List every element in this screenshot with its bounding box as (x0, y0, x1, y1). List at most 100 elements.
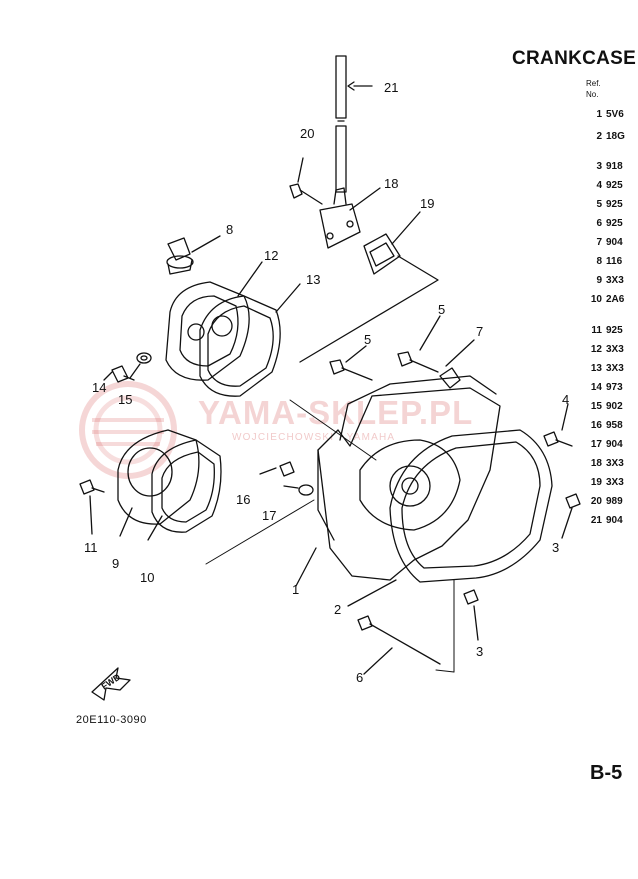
part-12-clutch-cover (165, 261, 263, 381)
ref-row-number: 17 (590, 439, 602, 450)
ref-row: 19 3X3 (588, 478, 624, 488)
fwd-arrow-icon: FWD (91, 667, 131, 701)
ref-row-number: 16 (590, 420, 602, 431)
ref-row: 17 904 (588, 440, 623, 450)
ref-row: 3 918 (588, 161, 623, 172)
ref-row-part-code: 925 (606, 218, 623, 229)
ref-row-part-code: 904 (606, 515, 623, 526)
callout-21: 21 (384, 80, 398, 95)
part-20-bolt (289, 157, 323, 205)
ref-row-number: 14 (590, 382, 602, 393)
ref-row-number: 6 (596, 218, 602, 229)
ref-row-number: 7 (596, 237, 602, 248)
ref-no-header: Ref. No. (586, 78, 601, 100)
ref-row: 4 925 (588, 180, 623, 191)
part-7-clamp (439, 339, 475, 389)
assembly-reference-lines (205, 399, 455, 673)
ref-row-part-code: 2A6 (606, 294, 625, 305)
ref-row-number: 5 (596, 199, 602, 210)
ref-header-line1: Ref. (586, 79, 601, 88)
ref-header-line2: No. (586, 90, 599, 99)
callout-14: 14 (92, 380, 106, 395)
ref-row: 7 904 (588, 237, 623, 248)
ref-row-part-code: 18G (606, 131, 625, 142)
ref-row: 21 904 (588, 516, 623, 526)
ref-row-number: 10 (590, 294, 602, 305)
ref-row-number: 15 (590, 401, 602, 412)
page-title: CRANKCASE (512, 48, 637, 69)
ref-row-part-code: 973 (606, 382, 623, 393)
page-number: B-5 (590, 762, 623, 784)
part-14-15-bolt-washer (103, 352, 152, 383)
part-19-plate (299, 211, 439, 363)
ref-row-number: 9 (596, 275, 602, 286)
ref-row: 5 925 (588, 199, 623, 210)
ref-row-part-code: 904 (606, 237, 623, 248)
callout-20: 20 (300, 126, 314, 141)
ref-row-part-code: 904 (606, 439, 623, 450)
part-21-pipe (335, 55, 373, 193)
ref-row: 18 3X3 (588, 459, 624, 469)
ref-row-number: 1 (596, 109, 602, 120)
watermark-subtext: WOJCIECHOWSKI · YAMAHA (232, 432, 396, 443)
ref-row-part-code: 116 (606, 256, 623, 267)
part-1-crankcase (295, 375, 501, 587)
part-5-bolts (329, 315, 441, 381)
part-16-17-bolt-washer (259, 461, 314, 496)
callout-18: 18 (384, 176, 398, 191)
ref-row-number: 18 (590, 458, 602, 469)
ref-row-part-code: 3X3 (606, 344, 624, 355)
callout-10: 10 (140, 570, 154, 585)
ref-row-number: 3 (596, 161, 602, 172)
ref-row: 14 973 (588, 383, 623, 393)
callout-5b: 5 (364, 332, 371, 347)
ref-row-number: 21 (590, 515, 602, 526)
ref-row: 9 3X3 (588, 275, 624, 286)
callout-11: 11 (84, 540, 98, 555)
callout-3a: 3 (552, 540, 559, 555)
ref-row-part-code: 925 (606, 199, 623, 210)
ref-row-number: 4 (596, 180, 602, 191)
callout-8: 8 (226, 222, 233, 237)
callout-19: 19 (420, 196, 434, 211)
ref-row-part-code: 989 (606, 496, 623, 507)
ref-row: 10 2A6 (588, 295, 624, 305)
ref-row-part-code: 918 (606, 161, 623, 172)
callout-5a: 5 (438, 302, 445, 317)
part-3-dowels (463, 493, 581, 641)
diagram-code: 20E110-3090 (76, 714, 147, 726)
watermark-text: YAMA-SKLEP.PL (198, 394, 474, 431)
part-4-dowel (543, 403, 573, 447)
part-9-10-cover-gasket (117, 429, 222, 541)
callout-4: 4 (562, 392, 569, 407)
callout-13: 13 (306, 272, 320, 287)
part-13-gasket (199, 283, 301, 397)
callout-2: 2 (334, 602, 341, 617)
part-11-bolt (79, 479, 105, 535)
ref-row-part-code: 3X3 (606, 275, 624, 286)
ref-row-part-code: 5V6 (606, 109, 624, 120)
part-2-gasket (347, 429, 553, 607)
ref-row-part-code: 3X3 (606, 458, 624, 469)
part-8-filler-cap (166, 235, 221, 275)
ref-row: 1 5V6 (588, 109, 624, 120)
ref-row-part-code: 925 (606, 180, 623, 191)
callout-3b: 3 (476, 644, 483, 659)
ref-row-number: 2 (596, 131, 602, 142)
callout-16: 16 (236, 492, 250, 507)
ref-row: 6 925 (588, 218, 623, 229)
callout-6: 6 (356, 670, 363, 685)
ref-row: 2 18G (588, 131, 625, 142)
ref-row-number: 19 (590, 477, 602, 488)
ref-row-number: 11 (591, 325, 602, 336)
ref-row-part-code: 3X3 (606, 477, 624, 488)
callout-17: 17 (262, 508, 276, 523)
part-18-fitting (319, 187, 381, 249)
ref-row-part-code: 3X3 (606, 363, 624, 374)
